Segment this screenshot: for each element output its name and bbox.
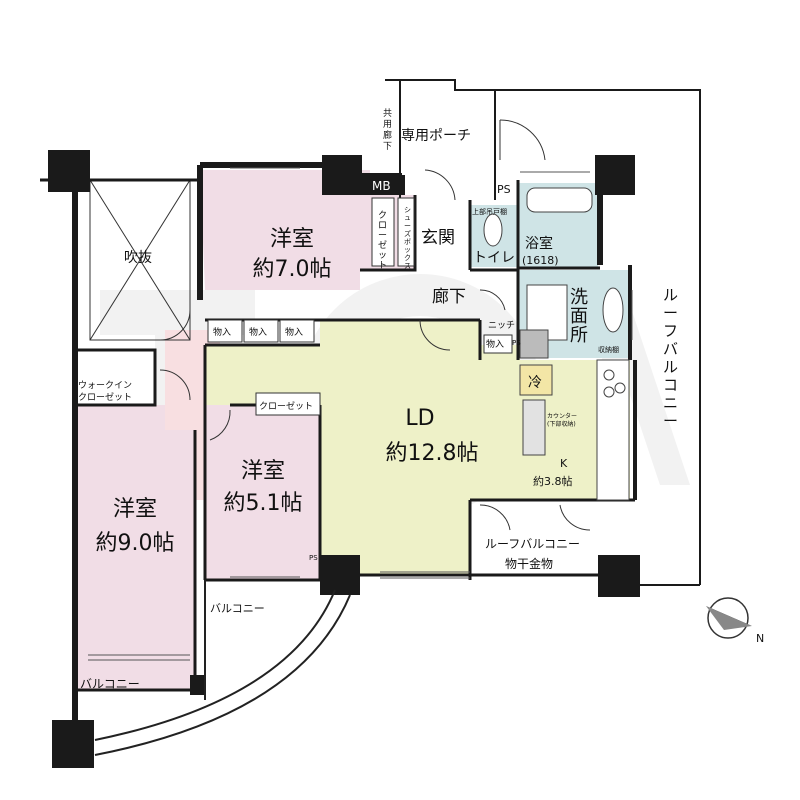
label-counter-1: カウンター <box>547 412 577 420</box>
room-name-ld: LD <box>405 406 434 431</box>
room-size-kitchen: 約3.8帖 <box>533 474 573 488</box>
room-name-washroom-2: 面 <box>570 306 588 327</box>
room-size-bedroom-middle: 約5.1帖 <box>224 491 303 516</box>
label-upper-shelf: 上部吊戸棚 <box>472 207 507 216</box>
bedroom-middle-fill <box>205 405 320 580</box>
room-name-kitchen: K <box>560 457 568 470</box>
room-name-bedroom-middle: 洋室 <box>241 459 285 484</box>
room-size-bath: (1618) <box>522 254 559 267</box>
walk-in-closet-fill <box>75 350 155 405</box>
svg-text:ッ: ッ <box>378 251 387 261</box>
label-storage-1: 物入 <box>213 326 231 338</box>
compass-north-label: N <box>756 632 764 645</box>
label-walk-in-closet-2: クローゼット <box>78 391 132 403</box>
label-roof-balcony: ルーフバルコニー <box>485 537 580 551</box>
label-roof-balcony-vertical: ル ー フ バ ル コ ニ ー <box>663 286 678 430</box>
label-balcony-east: バルコニー <box>210 602 265 615</box>
kitchen-fixtures <box>519 329 630 501</box>
label-counter-2: (下部収納) <box>547 420 576 428</box>
svg-text:ッ: ッ <box>404 246 411 254</box>
svg-text:コ: コ <box>663 376 678 394</box>
svg-text:ボ: ボ <box>404 238 411 246</box>
label-storage-4: 物入 <box>486 338 504 350</box>
label-storage-3: 物入 <box>285 326 303 338</box>
label-closet-north: ク ロ ー ゼ ッ ト <box>378 210 387 271</box>
label-ps-top: PS <box>497 183 511 196</box>
room-name-void: 吹抜 <box>124 250 152 266</box>
svg-text:ー: ー <box>378 231 387 241</box>
room-name-bedroom-north: 洋室 <box>270 227 314 252</box>
svg-text:ク: ク <box>404 254 411 262</box>
columns <box>48 150 640 768</box>
svg-text:共: 共 <box>383 108 392 119</box>
label-mb: MB <box>372 179 391 193</box>
svg-text:ロ: ロ <box>378 221 387 231</box>
label-ps-mid: PS <box>512 339 521 347</box>
label-storage-shelf: 収納棚 <box>598 345 619 354</box>
label-fridge: 冷 <box>528 375 542 391</box>
svg-text:ズ: ズ <box>404 229 411 238</box>
svg-text:ト: ト <box>378 261 387 271</box>
label-storage-2: 物入 <box>249 326 267 338</box>
svg-text:ル: ル <box>663 286 678 304</box>
svg-text:下: 下 <box>383 142 392 152</box>
label-ps-bottom: PS <box>309 554 318 562</box>
room-name-bath: 浴室 <box>525 235 553 252</box>
svg-text:ー: ー <box>404 222 411 230</box>
room-name-entrance: 玄関 <box>421 228 455 248</box>
windows <box>88 167 633 661</box>
label-shared-corridor: 共 用 廊 下 <box>383 108 392 152</box>
svg-text:ー: ー <box>663 412 678 430</box>
balconies <box>94 580 351 756</box>
room-name-washroom-1: 洗 <box>570 287 588 308</box>
room-name-washroom-3: 所 <box>570 325 588 346</box>
svg-text:フ: フ <box>663 322 678 340</box>
doors <box>159 119 591 531</box>
room-name-toilet: トイレ <box>473 250 515 266</box>
svg-text:バ: バ <box>663 340 678 358</box>
svg-text:ク: ク <box>378 210 387 221</box>
label-niche: ニッチ <box>488 320 515 331</box>
compass <box>706 597 752 639</box>
svg-text:廊: 廊 <box>383 129 392 141</box>
room-name-bedroom-west: 洋室 <box>113 497 157 522</box>
svg-text:ー: ー <box>663 304 678 322</box>
bedroom-north-fill <box>200 170 415 290</box>
svg-text:ゼ: ゼ <box>378 239 387 251</box>
room-size-bedroom-west: 約9.0帖 <box>96 531 175 556</box>
room-size-bedroom-north: 約7.0帖 <box>253 257 332 282</box>
label-closet-middle: クローゼット <box>259 400 313 412</box>
svg-text:ル: ル <box>663 358 678 376</box>
svg-text:用: 用 <box>383 119 392 130</box>
label-balcony-west: バルコニー <box>80 677 140 691</box>
label-private-porch: 専用ポーチ <box>401 128 471 144</box>
svg-text:ニ: ニ <box>663 394 678 412</box>
bedroom-west-fill <box>75 405 195 690</box>
label-shoes-box: シ ュ ー ズ ボ ッ ク ス <box>404 206 411 270</box>
svg-text:シ: シ <box>404 206 411 214</box>
label-walk-in-closet-1: ウォークイン <box>78 380 132 391</box>
svg-text:ス: ス <box>404 262 411 270</box>
svg-text:ュ: ュ <box>404 214 411 222</box>
storage-boxes <box>207 197 513 416</box>
label-drying-hardware: 物干金物 <box>505 556 553 571</box>
room-size-ld: 約12.8帖 <box>386 441 479 466</box>
room-name-hallway: 廊下 <box>432 287 466 307</box>
